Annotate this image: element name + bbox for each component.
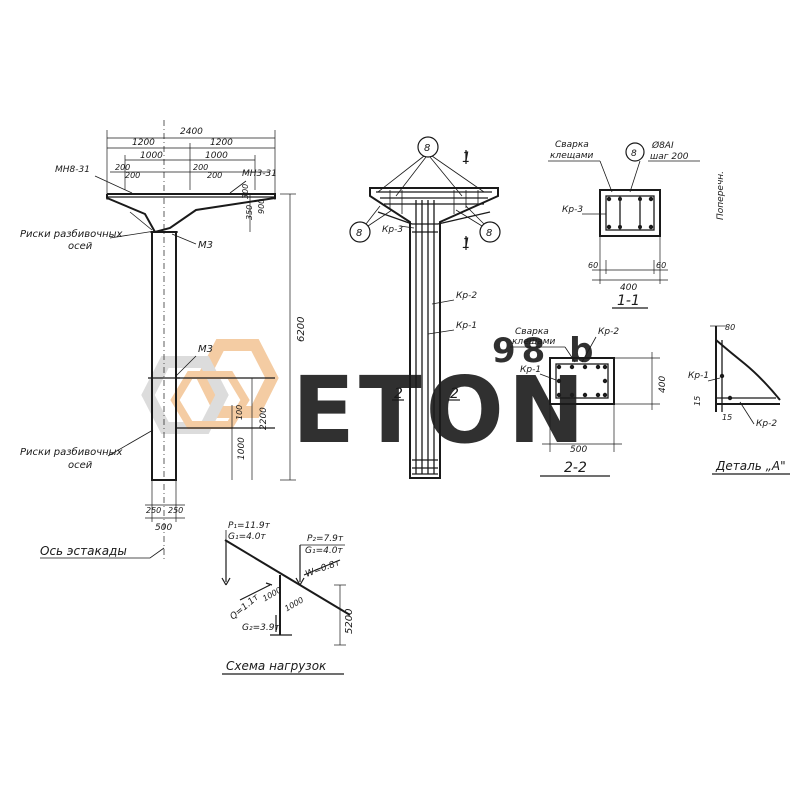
dim-200-a: 200 [115,163,130,172]
plate-mn3-label: МН3-31 [242,169,277,179]
load-g1: G₁=4.0т [228,532,266,542]
dim-900: 900 [257,199,266,214]
callout-8-top [417,136,439,158]
dim-2200: 2200 [259,407,269,430]
detail-dim-15: 15 [693,396,702,406]
s11-weld-label: Сварка [555,140,589,150]
s11-callout-8-label: 8 [631,149,637,159]
s11-dim-60-right: 60 [656,261,666,270]
section-1-1: Сварка клещами 8 Ø8AI шаг 200 Кр-3 Попер… [548,140,726,309]
m3-top-label: М3 [198,240,213,251]
dim-6200: 6200 [296,317,307,342]
kr1-label: Кр-1 [456,321,477,331]
dim-1000-left: 1000 [140,151,163,161]
load-g1b: G₁=4.0т [305,546,343,556]
load-dim-5200: 5200 [344,609,355,634]
dim-250-right: 250 [168,506,183,515]
callout-8-right-label: 8 [486,228,492,239]
cut-2-mark-right: 2 [450,386,459,402]
watermark-brand: ETON [292,357,589,464]
watermark-hexagon-icon [141,339,279,434]
callout-8-left-label: 8 [356,228,362,239]
detail-dim-80: 80 [725,323,735,332]
dim-200-d: 200 [207,171,222,180]
s11-title: 1-1 [617,293,640,309]
reinforcement-view: 8 8 8 Кр-3 Кр-2 Кр-1 1 1 2 2 [349,136,501,479]
section-2-2: Сварка клещами Кр-2 Кр-1 400 500 2-2 [510,327,668,477]
s22-weld-label: Сварка [515,327,549,337]
trestle-axis-label: Ось эстакады [40,544,127,558]
load-dim-1000b: 1000 [283,595,305,613]
s11-weld-label-2: клещами [550,151,594,161]
dim-350: 350 [245,205,254,220]
dim-2400: 2400 [180,127,203,137]
s11-kr3-label: Кр-3 [562,205,583,215]
s11-bar-step: шаг 200 [650,152,689,162]
watermark: ETON 98 b [141,331,594,464]
s22-weld-label-2: клещами [512,337,556,347]
detail-a: 80 Кр-1 15 15 Кр-2 Деталь „А" [688,323,790,475]
dim-300: 300 [241,184,250,199]
callout-8-left [349,221,371,243]
axis-marks-top-label: Риски разбивочных [20,228,123,240]
dim-200-b: 200 [125,171,140,180]
detail-title: Деталь „А" [715,459,786,473]
s22-dim-500: 500 [570,445,587,455]
detail-kr1-label: Кр-1 [688,371,709,381]
detail-kr2-label: Кр-2 [756,419,777,429]
detail-dim-15b: 15 [722,413,732,422]
dim-200-c: 200 [193,163,208,172]
kr3-label: Кр-3 [382,225,403,235]
callout-8-right [479,221,501,243]
dim-1200-right: 1200 [210,138,233,148]
s22-kr1-label: Кр-1 [520,365,541,375]
dim-1000-right: 1000 [205,151,228,161]
load-g2: G₂=3.9т [242,623,280,633]
s11-cross-label: Поперечн. [716,171,726,220]
s22-dim-400: 400 [658,376,668,393]
s22-title: 2-2 [564,460,587,476]
column-elevation: 2400 1200 1200 1000 1000 200 200 200 200… [20,120,307,560]
dim-1000-vert: 1000 [237,437,247,460]
load-scheme: P₁=11.9т G₁=4.0т P₂=7.9т G₁=4.0т W=0.8т … [221,521,355,675]
plate-mn8-label: МН8-31 [55,165,90,175]
cut-2-mark-left: 2 [394,386,403,402]
s22-kr2-label: Кр-2 [598,327,619,337]
s11-bar-spec: Ø8AI [651,140,674,151]
load-p2: P₂=7.9т [307,534,344,544]
axis-marks-top-label-2: осей [68,241,93,252]
axis-marks-bottom-label: Риски разбивочных [20,446,123,458]
dim-100-vert: 100 [235,405,244,420]
dim-250-left: 250 [146,506,161,515]
s11-dim-400: 400 [620,283,637,293]
load-p1: P₁=11.9т [228,521,271,531]
axis-marks-bottom-label-2: осей [68,460,93,471]
callout-8-top-label: 8 [424,143,430,154]
load-q: Q=1.1т [229,592,262,622]
s11-dim-60-left: 60 [588,261,598,270]
dim-500: 500 [155,523,172,533]
kr2-label: Кр-2 [456,291,477,301]
s11-callout-8 [625,142,645,162]
dim-1200-left: 1200 [132,138,155,148]
load-scheme-title: Схема нагрузок [226,659,327,673]
m3-mid-label: М3 [198,344,213,355]
